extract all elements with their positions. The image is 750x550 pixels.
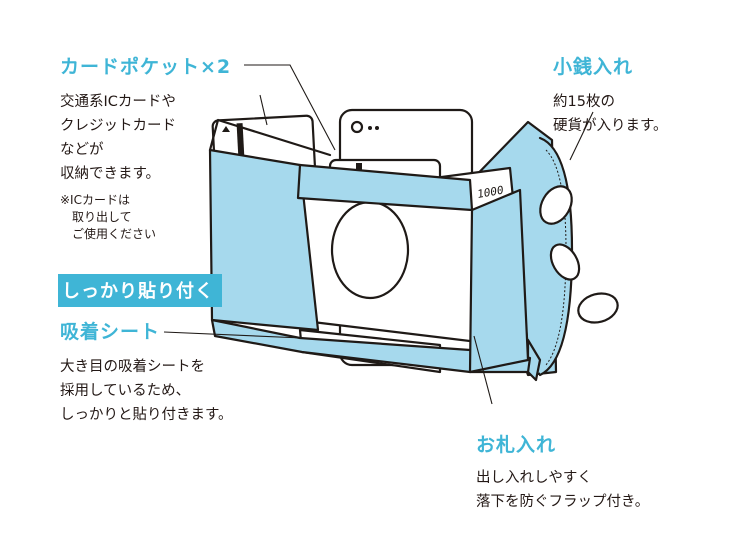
card-pocket-note: ※ICカードは 取り出して ご使用ください [60,192,156,243]
wallet-body-illustration [208,118,532,374]
bill-compartment-title: お札入れ [476,434,557,456]
card-pocket-title: カードポケット×2 [60,56,232,78]
suction-sheet-description: 大き目の吸着シートを 採用しているため、 しっかりと貼り付きます。 [60,355,233,427]
suction-sheet-line: 採用しているため、 [60,383,191,399]
card-pocket-description: 交通系ICカードや クレジットカード などが 収納できます。 [60,90,176,186]
coins-illustration [539,185,619,324]
bill-compartment-line: 出し入れしやすく [476,470,592,486]
card-pocket-note-line: ご使用ください [72,227,157,241]
card-pocket-line: などが [60,142,104,158]
coin-purse-line: 硬貨が入ります。 [553,118,668,134]
bill-compartment-line: 落下を防ぐフラップ付き。 [476,494,650,510]
suction-sheet-line: しっかりと貼り付きます。 [60,407,233,423]
leader-lines [163,64,594,405]
suction-sheet-line: 大き目の吸着シートを [60,359,205,375]
coin-purse-title: 小銭入れ [553,56,634,78]
sticky-badge: しっかり貼り付く [58,274,222,307]
card-pocket-line: 収納できます。 [60,166,161,182]
suction-sheet-title: 吸着シート [60,321,161,343]
card-pocket-line: クレジットカード [60,118,176,134]
card-pocket-note-line: ※ICカードは [60,193,130,207]
card-pocket-line: 交通系ICカードや [60,94,176,110]
bill-compartment-description: 出し入れしやすく 落下を防ぐフラップ付き。 [476,466,649,514]
banknote-value: 1000 [476,183,505,200]
coin-purse-description: 約15枚の 硬貨が入ります。 [553,90,668,138]
coin-purse-line: 約15枚の [553,94,615,110]
card-pocket-note-line: 取り出して [72,210,132,224]
